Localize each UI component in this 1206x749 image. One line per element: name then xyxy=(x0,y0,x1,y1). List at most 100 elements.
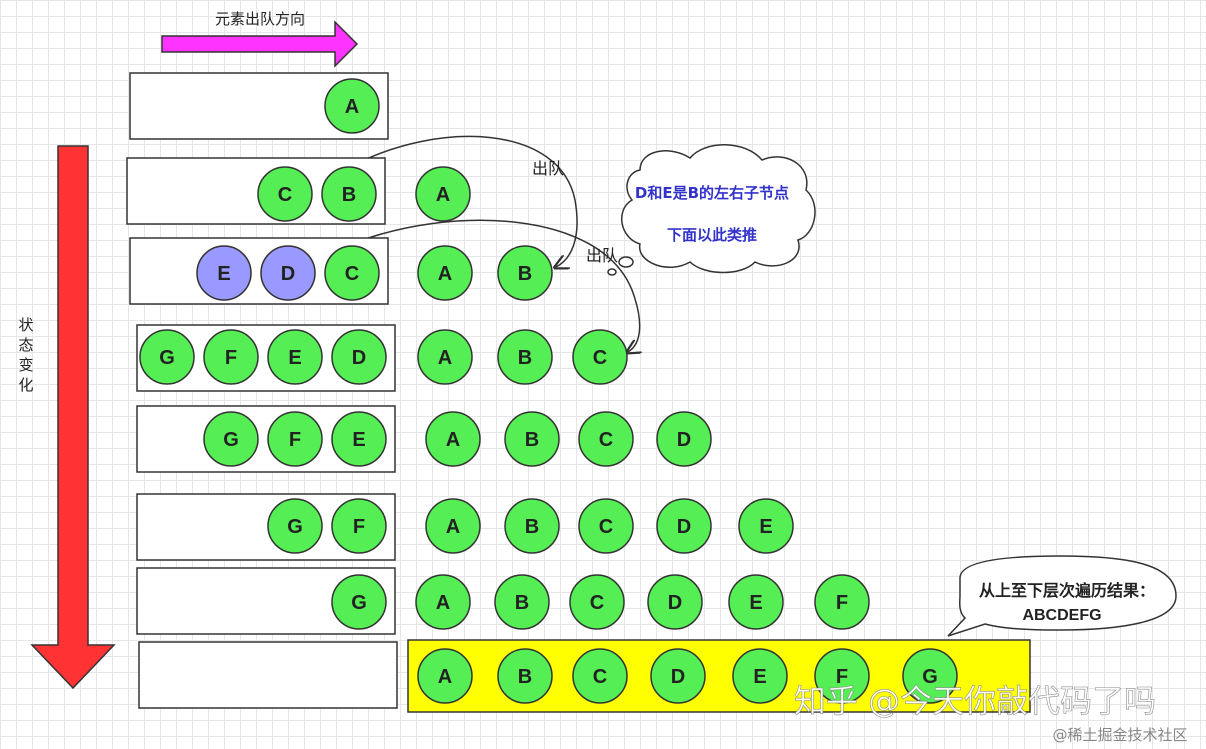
output-node: B xyxy=(504,411,560,467)
queue-node: D xyxy=(331,329,387,385)
direction-arrow xyxy=(161,20,359,68)
cloud-note-line-2: 下面以此类推 xyxy=(667,226,757,244)
queue-node-label: E xyxy=(352,429,365,451)
output-node-circle xyxy=(417,648,473,704)
output-node: C xyxy=(578,411,634,467)
state-label: 状 态 变 化 xyxy=(18,316,33,394)
output-node-label: B xyxy=(518,263,532,285)
output-node: A xyxy=(425,498,481,554)
output-node: B xyxy=(497,245,553,301)
output-node: B xyxy=(497,329,553,385)
output-node: B xyxy=(504,498,560,554)
dequeue-curve-1 xyxy=(351,135,578,267)
queue-node-circle xyxy=(260,245,316,301)
queue-node-label: D xyxy=(352,347,366,369)
output-node-circle xyxy=(732,648,788,704)
output-node-circle xyxy=(728,574,784,630)
output-node-label: B xyxy=(515,592,529,614)
queue-node-circle xyxy=(324,245,380,301)
output-node-circle xyxy=(569,574,625,630)
output-node-label: E xyxy=(749,592,762,614)
output-node-label: B xyxy=(525,516,539,538)
output-node-label: D xyxy=(677,516,691,538)
output-node-circle xyxy=(415,574,471,630)
output-node: A xyxy=(417,245,473,301)
output-node-label: D xyxy=(671,666,685,688)
output-node: A xyxy=(415,166,471,222)
queue-node: E xyxy=(196,245,252,301)
output-node-label: C xyxy=(593,347,607,369)
queue-node-label: F xyxy=(353,516,365,538)
output-node-label: B xyxy=(518,666,532,688)
watermark-sub: @稀土掘金技术社区 xyxy=(1052,726,1187,744)
queue-node-label: G xyxy=(223,429,239,451)
queue-node: G xyxy=(203,411,259,467)
output-node-circle xyxy=(656,411,712,467)
output-node: D xyxy=(647,574,703,630)
queue-node-circle xyxy=(203,411,259,467)
output-node-label: C xyxy=(599,516,613,538)
queue-node: C xyxy=(324,245,380,301)
output-node-circle xyxy=(578,411,634,467)
queue-node: B xyxy=(321,166,377,222)
output-node-label: A xyxy=(438,347,452,369)
output-node-circle xyxy=(814,574,870,630)
output-node-label: E xyxy=(759,516,772,538)
output-node: E xyxy=(728,574,784,630)
queue-node-circle xyxy=(331,329,387,385)
output-node-label: C xyxy=(590,592,604,614)
cloud-note-line-1: D和E是B的左右子节点 xyxy=(635,184,789,202)
queue-node: F xyxy=(203,329,259,385)
queue-node-circle xyxy=(196,245,252,301)
output-node-circle xyxy=(814,648,870,704)
output-node-circle xyxy=(647,574,703,630)
queue-node: F xyxy=(267,411,323,467)
output-node-circle xyxy=(656,498,712,554)
output-node-label: B xyxy=(518,347,532,369)
output-node: D xyxy=(656,411,712,467)
queue-node: G xyxy=(267,498,323,554)
queue-node-label: A xyxy=(345,96,359,118)
queue-node: E xyxy=(267,329,323,385)
queue-node-circle xyxy=(139,329,195,385)
queue-node-label: D xyxy=(281,263,295,285)
output-node-label: A xyxy=(438,666,452,688)
queue-node-label: B xyxy=(342,184,356,206)
watermark: 知乎 @今天你敲代码了吗 xyxy=(794,682,1156,720)
output-node: F xyxy=(814,648,870,704)
output-node-circle xyxy=(417,245,473,301)
state-label-char: 变 xyxy=(18,356,33,374)
queue-node-circle xyxy=(257,166,313,222)
output-node-label: A xyxy=(446,429,460,451)
output-node-label: D xyxy=(668,592,682,614)
queue-node-label: C xyxy=(278,184,292,206)
output-node: C xyxy=(572,329,628,385)
output-node-label: E xyxy=(753,666,766,688)
output-node: B xyxy=(494,574,550,630)
output-node: A xyxy=(425,411,481,467)
output-node-circle xyxy=(504,498,560,554)
output-node: D xyxy=(656,498,712,554)
output-node-circle xyxy=(504,411,560,467)
queue-node-circle xyxy=(203,329,259,385)
output-node-circle xyxy=(425,411,481,467)
queue-node-label: G xyxy=(159,347,175,369)
output-node-circle xyxy=(738,498,794,554)
queue-node: A xyxy=(324,78,380,134)
queue-node: D xyxy=(260,245,316,301)
queue-node-label: G xyxy=(287,516,303,538)
output-node: F xyxy=(814,574,870,630)
queue-node-label: C xyxy=(345,263,359,285)
output-node-circle xyxy=(494,574,550,630)
output-node-label: A xyxy=(438,263,452,285)
output-node-label: F xyxy=(836,592,848,614)
result-note-line-2: ABCDEFG xyxy=(1022,607,1101,624)
dequeue-label-1: 出队 xyxy=(532,159,564,178)
output-node-circle xyxy=(425,498,481,554)
state-arrow xyxy=(30,145,116,690)
queue-node-circle xyxy=(267,411,323,467)
output-node-circle xyxy=(417,329,473,385)
output-node-label: D xyxy=(677,429,691,451)
queue-node-label: F xyxy=(289,429,301,451)
